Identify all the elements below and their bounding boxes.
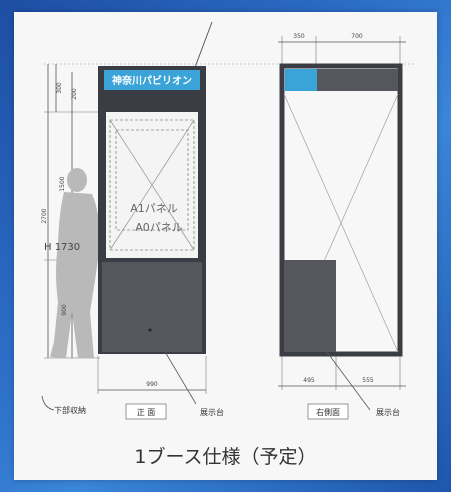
side-stand-leader <box>323 347 371 411</box>
a0-panel-label: A0パネル <box>135 221 183 234</box>
booth-drawing: 神奈川パビリオン A1パネル A0パネル H 1730 300 200 1500… <box>41 21 414 420</box>
side-lower-cabinet <box>284 260 336 352</box>
front-view-label: 正 面 <box>137 408 156 417</box>
booth-caption: 1ブース仕様（予定） <box>134 446 317 468</box>
person-silhouette <box>50 168 100 358</box>
height-note: H 1730 <box>44 242 80 253</box>
front-sign <box>104 70 200 90</box>
storage-label: 下部収納 <box>54 405 86 415</box>
a1-panel-outline <box>115 129 189 231</box>
dim-900-label: 900 <box>61 304 68 316</box>
spec-panel: 神奈川パビリオン A1パネル A0パネル H 1730 300 200 1500… <box>14 12 437 480</box>
panel-cross-2 <box>109 119 195 251</box>
front-view-label-box <box>125 403 167 420</box>
front-lower-cabinet <box>102 262 202 352</box>
front-stand-label: 展示台 <box>200 407 224 417</box>
side-view-label-box <box>307 403 349 420</box>
side-sign <box>285 69 317 91</box>
dim-300-label: 300 <box>56 82 63 94</box>
storage-leader <box>41 395 55 411</box>
side-dim-555: 555 <box>362 377 374 384</box>
dim-2700-label: 2700 <box>41 208 48 223</box>
side-dim-350: 350 <box>293 33 305 40</box>
dim-990-label: 990 <box>146 381 158 388</box>
front-sign-text: 神奈川パビリオン <box>112 74 192 87</box>
side-view-label: 右側面 <box>316 407 340 417</box>
side-top-band <box>317 69 398 91</box>
dim-200-label: 200 <box>71 88 78 100</box>
leader-line-top <box>193 21 213 71</box>
front-stand-leader <box>163 349 197 405</box>
dim-1500-label: 1500 <box>59 176 66 191</box>
a1-panel-label: A1パネル <box>130 202 178 215</box>
side-dim-700: 700 <box>351 33 363 40</box>
a0-panel-outline <box>109 119 195 251</box>
front-cabinet-knob <box>148 328 152 332</box>
side-dim-495: 495 <box>303 377 315 384</box>
side-stand-label: 展示台 <box>376 407 400 417</box>
